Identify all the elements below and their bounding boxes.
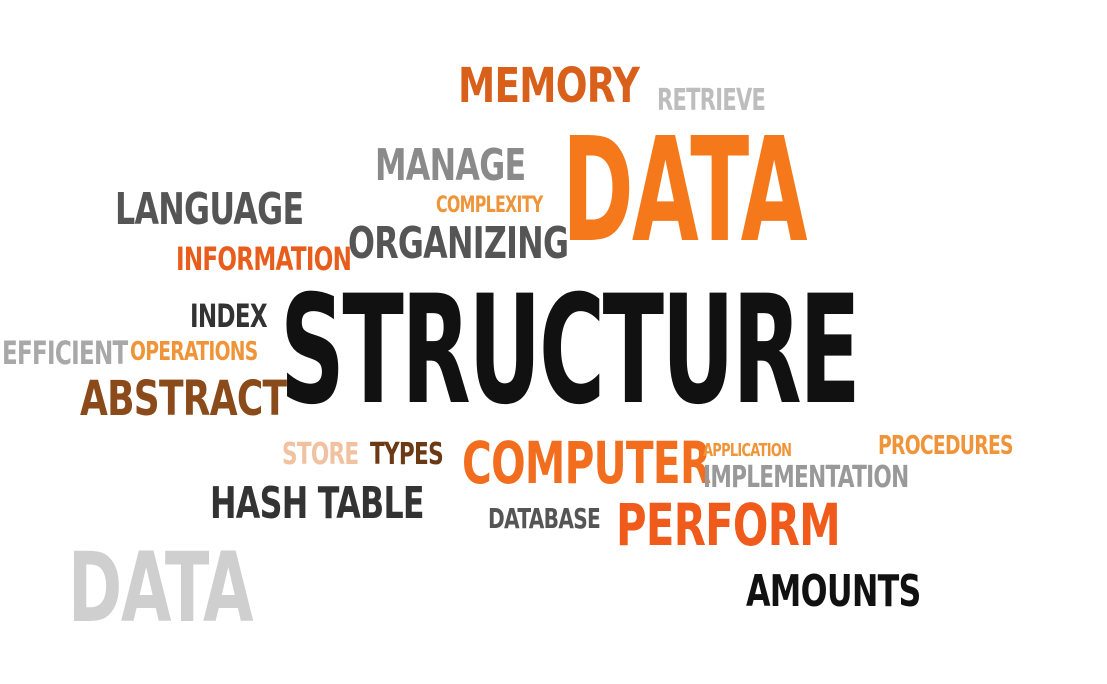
word-retrieve: RETRIEVE	[657, 83, 766, 118]
word-store: STORE	[282, 437, 359, 472]
word-data-large: DATA	[562, 106, 808, 274]
word-organizing: ORGANIZING	[348, 218, 569, 269]
word-efficient: EFFICIENT	[2, 334, 128, 372]
word-data-small: DATA	[68, 532, 254, 644]
word-language: LANGUAGE	[115, 184, 304, 235]
word-database: DATABASE	[488, 502, 601, 535]
word-perform: PERFORM	[616, 491, 841, 559]
word-operations: OPERATIONS	[130, 337, 258, 367]
word-complexity: COMPLEXITY	[436, 193, 543, 218]
word-amounts: AMOUNTS	[746, 566, 921, 617]
word-index: INDEX	[190, 297, 268, 335]
word-manage: MANAGE	[375, 140, 526, 191]
word-abstract: ABSTRACT	[80, 371, 287, 427]
word-application: APPLICATION	[703, 440, 792, 461]
word-structure: STRUCTURE	[280, 264, 861, 438]
word-memory: MEMORY	[458, 58, 640, 114]
word-computer: COMPUTER	[462, 429, 711, 497]
word-hash-table: HASH TABLE	[210, 478, 425, 529]
word-implementation: IMPLEMENTATION	[703, 460, 909, 495]
word-procedures: PROCEDURES	[878, 431, 1014, 461]
word-information: INFORMATION	[176, 240, 352, 278]
word-types: TYPES	[370, 437, 444, 472]
